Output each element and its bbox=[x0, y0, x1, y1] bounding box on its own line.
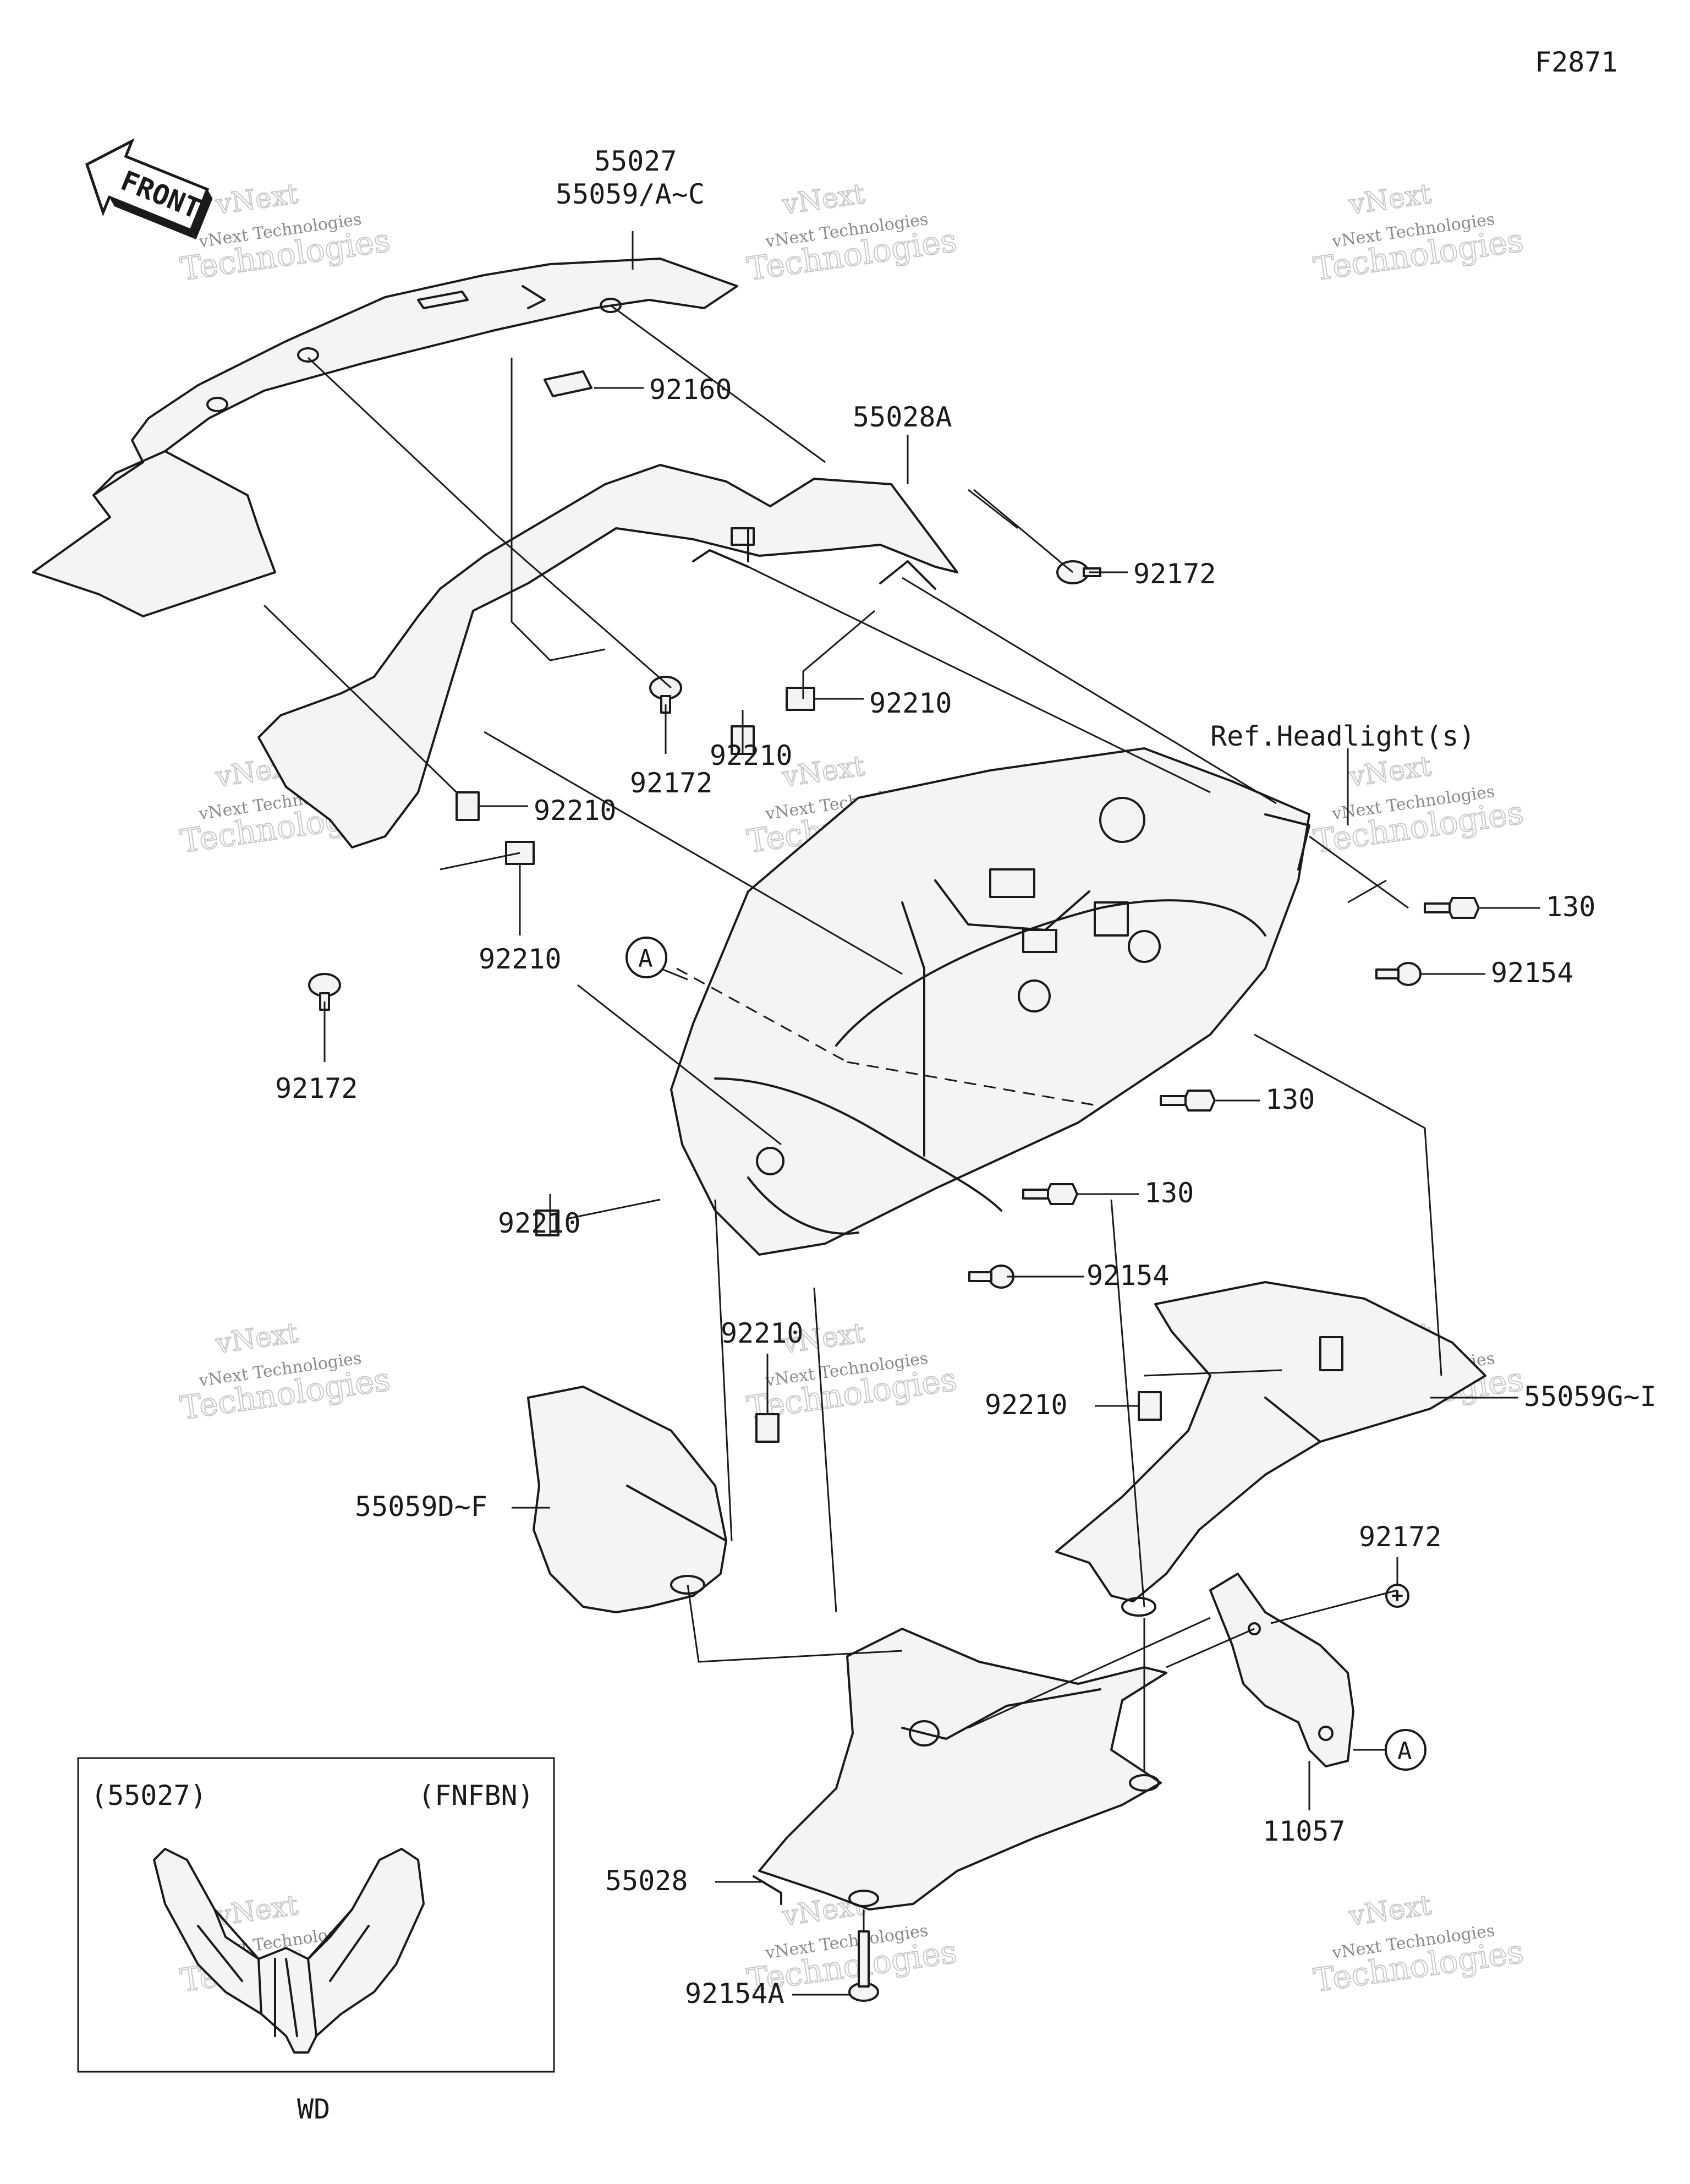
figure-code: F2871 bbox=[1535, 46, 1618, 78]
clip-92160 bbox=[544, 370, 592, 397]
side-cowl-55059GI bbox=[1055, 1281, 1486, 1617]
callout-92172-right: 92172 bbox=[1359, 1521, 1442, 1553]
callout-92154a: 92154A bbox=[685, 1978, 784, 2010]
nut-clip-icon bbox=[456, 791, 480, 821]
reference-marker-a-upper: A bbox=[625, 937, 667, 978]
watermark-mark: vNext bbox=[1347, 1889, 1433, 1932]
marker-a-label: A bbox=[638, 945, 653, 973]
callout-92160: 92160 bbox=[649, 374, 732, 406]
callout-130-c: 130 bbox=[1144, 1177, 1194, 1209]
side-cowl-55059DF bbox=[527, 1386, 727, 1613]
callout-55028: 55028 bbox=[605, 1865, 688, 1897]
inset-part-label: (55027) bbox=[91, 1780, 207, 1811]
callout-92210-a: 92210 bbox=[710, 740, 793, 771]
callout-92172-top: 92172 bbox=[1133, 558, 1216, 590]
watermark-mark: vNext bbox=[1347, 178, 1433, 221]
callout-92210-b: 92210 bbox=[869, 687, 952, 719]
front-arrow-icon: FRONT bbox=[85, 138, 213, 240]
bolt-icon bbox=[1424, 897, 1480, 919]
inset-frame bbox=[77, 1757, 555, 2073]
watermark-mark: vNext bbox=[213, 1317, 300, 1360]
screw-icon bbox=[308, 973, 341, 1011]
callout-55059gi: 55059G~I bbox=[1524, 1381, 1656, 1413]
nut-clip-icon bbox=[1138, 1391, 1162, 1421]
callout-92210-d: 92210 bbox=[479, 943, 562, 975]
inset-model-label: (FNFBN) bbox=[418, 1780, 534, 1811]
nut-clip-icon bbox=[786, 687, 815, 711]
callout-55059ac: 55059/A~C bbox=[556, 178, 705, 210]
callout-130-a: 130 bbox=[1546, 891, 1595, 923]
marker-a-label: A bbox=[1397, 1737, 1412, 1765]
bolt-icon bbox=[1022, 1183, 1078, 1205]
leader-lines bbox=[263, 231, 1540, 1996]
nut-clip-icon bbox=[535, 1209, 559, 1236]
watermark: vNext vNext Technologies Technologies bbox=[744, 177, 960, 288]
inset-box: (55027) (FNFBN) WD bbox=[77, 1757, 555, 2125]
watermark-mark: vNext bbox=[213, 178, 300, 221]
watermark: vNext vNext Technologies Technologies bbox=[178, 177, 393, 288]
callout-92172-left: 92172 bbox=[275, 1072, 358, 1104]
callout-55059df: 55059D~F bbox=[355, 1491, 487, 1523]
screw-icon bbox=[1375, 962, 1422, 986]
callout-92154-b: 92154 bbox=[1087, 1260, 1170, 1291]
bracket-11057 bbox=[1209, 1573, 1354, 1767]
headlight-assembly bbox=[670, 747, 1310, 1256]
inner-cowl-55028A bbox=[257, 464, 958, 849]
inset-cowl-drawing bbox=[153, 1848, 425, 2054]
callout-55028a: 55028A bbox=[853, 401, 952, 433]
callout-92210-c: 92210 bbox=[534, 795, 617, 826]
watermark: vNext vNext Technologies Technologies bbox=[1311, 177, 1527, 288]
callout-11057: 11057 bbox=[1263, 1815, 1346, 1847]
watermark: vNext vNext Technologies Technologies bbox=[178, 1316, 393, 1427]
screw-icon bbox=[968, 1265, 1014, 1289]
screw-icon bbox=[1385, 1584, 1409, 1608]
reference-marker-a-lower: A bbox=[1385, 1729, 1426, 1771]
callout-92210-e: 92210 bbox=[498, 1207, 581, 1239]
callout-130-b: 130 bbox=[1265, 1083, 1315, 1115]
upper-cowl-55027 bbox=[32, 258, 738, 617]
bolt-icon bbox=[1160, 1090, 1216, 1112]
watermark-mark: vNext bbox=[780, 750, 866, 793]
callout-92154-a: 92154 bbox=[1491, 957, 1574, 989]
callout-92172-mid: 92172 bbox=[630, 767, 713, 799]
nut-clip-icon bbox=[755, 1413, 780, 1443]
watermark-mark: vNext bbox=[780, 178, 866, 221]
watermark-mark: vNext bbox=[1347, 750, 1433, 793]
watermark: vNext vNext Technologies Technologies bbox=[1311, 749, 1527, 861]
fasteners bbox=[308, 560, 1480, 2002]
watermark: vNext vNext Technologies Technologies bbox=[1311, 1889, 1527, 2000]
inset-caption: WD bbox=[297, 2093, 330, 2125]
callout-92210-f: 92210 bbox=[721, 1317, 804, 1349]
watermark-mark: vNext bbox=[213, 1889, 300, 1932]
callout-labels: 55027 55059/A~C 92160 55028A 92172 92172… bbox=[275, 145, 1656, 2010]
callout-92210-g: 92210 bbox=[985, 1389, 1068, 1421]
callout-55027: 55027 bbox=[594, 145, 677, 177]
lower-cowl-55028 bbox=[753, 1628, 1167, 1911]
callout-ref-headlight: Ref.Headlight(s) bbox=[1210, 720, 1475, 752]
